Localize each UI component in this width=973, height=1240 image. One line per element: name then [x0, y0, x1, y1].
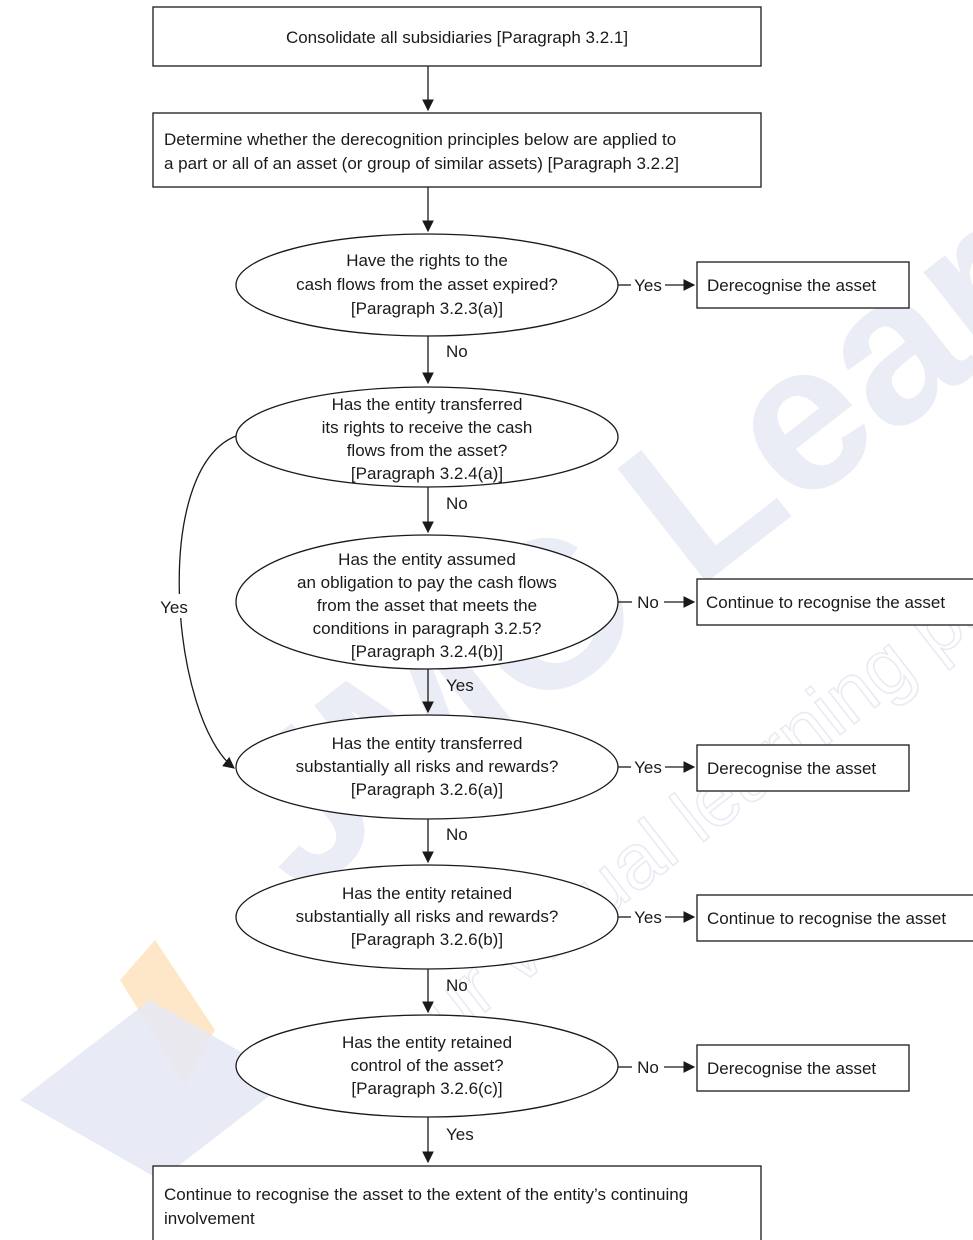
consolidate-text: Consolidate all subsidiaries [Paragraph … — [286, 28, 628, 47]
label-transferred-rights-yes: Yes — [160, 598, 188, 617]
label-transferred-risks-yes: Yes — [634, 758, 662, 777]
label-transferred-risks-no: No — [446, 825, 468, 844]
label-retained-control-yes: Yes — [446, 1125, 474, 1144]
decision-transferred-risks-line-3: [Paragraph 3.2.6(a)] — [351, 780, 503, 799]
outcome-retained-risks-text: Continue to recognise the asset — [707, 909, 946, 928]
label-retained-risks-yes: Yes — [634, 908, 662, 927]
label-expired-no: No — [446, 342, 468, 361]
decision-retained-risks-line-3: [Paragraph 3.2.6(b)] — [351, 930, 503, 949]
label-retained-risks-no: No — [446, 976, 468, 995]
decision-transferred-rights — [235, 386, 619, 488]
outcome-expired-text: Derecognise the asset — [707, 276, 876, 295]
label-expired-yes: Yes — [634, 276, 662, 295]
outcome-assumed-text: Continue to recognise the asset — [706, 593, 945, 612]
decision-assumed-line-1: Has the entity assumed — [338, 550, 516, 569]
final-text-line-2: involvement — [164, 1209, 255, 1228]
decision-transferred-rights-line-2: its rights to receive the cash — [322, 418, 533, 437]
decision-retained-control-line-3: [Paragraph 3.2.6(c)] — [351, 1079, 502, 1098]
decision-expired-line-2: cash flows from the asset expired? — [296, 275, 558, 294]
decision-transferred-risks-line-2: substantially all risks and rewards? — [296, 757, 559, 776]
decision-assumed-line-3: from the asset that meets the — [317, 596, 537, 615]
decision-expired-line-1: Have the rights to the — [346, 251, 508, 270]
decision-retained-control — [235, 1014, 619, 1118]
determine-text-line-1: Determine whether the derecognition prin… — [164, 130, 676, 149]
label-assumed-no: No — [637, 593, 659, 612]
decision-transferred-rights-line-4: [Paragraph 3.2.4(a)] — [351, 464, 503, 483]
label-retained-control-no: No — [637, 1058, 659, 1077]
determine-text-line-2: a part or all of an asset (or group of s… — [164, 154, 679, 173]
final-text-line-1: Continue to recognise the asset to the e… — [164, 1185, 688, 1204]
final-box — [152, 1165, 762, 1240]
outcome-retained-control-text: Derecognise the asset — [707, 1059, 876, 1078]
outcome-transferred-risks-box — [696, 744, 910, 792]
determine-box — [152, 112, 762, 188]
label-transferred-rights-no: No — [446, 494, 468, 513]
decision-assumed-line-2: an obligation to pay the cash flows — [297, 573, 557, 592]
outcome-retained-control-box — [696, 1044, 910, 1092]
decision-retained-control-line-2: control of the asset? — [350, 1056, 503, 1075]
decision-transferred-risks-line-1: Has the entity transferred — [332, 734, 523, 753]
decision-expired-line-3: [Paragraph 3.2.3(a)] — [351, 299, 503, 318]
outcome-transferred-risks-text: Derecognise the asset — [707, 759, 876, 778]
consolidate-box — [152, 6, 762, 67]
decision-retained-risks-line-1: Has the entity retained — [342, 884, 512, 903]
decision-transferred-rights-line-1: Has the entity transferred — [332, 395, 523, 414]
outcome-retained-risks-box — [696, 894, 973, 942]
outcome-assumed-box — [696, 578, 973, 626]
decision-retained-risks-line-2: substantially all risks and rewards? — [296, 907, 559, 926]
decision-assumed-line-4: conditions in paragraph 3.2.5? — [313, 619, 542, 638]
label-assumed-yes: Yes — [446, 676, 474, 695]
decision-assumed-line-5: [Paragraph 3.2.4(b)] — [351, 642, 503, 661]
decision-transferred-rights-line-3: flows from the asset? — [347, 441, 508, 460]
label-bg-curve — [150, 594, 196, 618]
outcome-expired-box — [696, 261, 910, 309]
decision-retained-control-line-1: Has the entity retained — [342, 1033, 512, 1052]
